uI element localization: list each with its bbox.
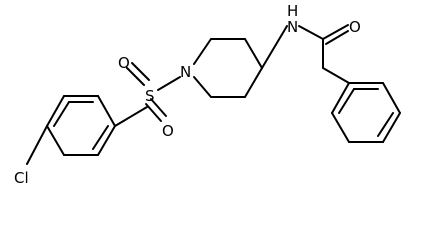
c-cl-bond	[26, 125, 48, 165]
sulfonyl-oxygen-top-label: O	[118, 54, 130, 72]
piperidine-ring	[193, 38, 263, 98]
chlorophenyl-ring	[46, 95, 116, 156]
sulfur-nitrogen-bond	[157, 76, 181, 91]
sulfonyl-oxygen-bottom-label: O	[162, 122, 174, 140]
sulfonyl-oxygen-top-double-bond	[126, 62, 150, 86]
phenyl-ring	[331, 82, 401, 143]
sulfonyl-oxygen-bottom-double-bond	[145, 98, 167, 122]
aryl-sulfur-bond	[114, 106, 148, 127]
piperidine-nitrogen-label: N	[180, 63, 191, 81]
amide-nitrogen-label: N	[287, 18, 298, 36]
carbonyl-oxygen-label: O	[349, 18, 361, 36]
methylene-phenyl-bond	[322, 67, 350, 84]
sulfur-atom-label: S	[145, 87, 155, 105]
chlorine-atom-label: Cl	[14, 169, 29, 187]
carbonyl-double-bond	[322, 24, 349, 45]
ring-amide-nitrogen-bond	[261, 25, 288, 69]
chemical-structure-diagram: Cl S O O N H N O	[14, 2, 401, 187]
amide-hydrogen-label: H	[287, 2, 298, 20]
amide-carbon-nitrogen-bond	[298, 25, 324, 40]
